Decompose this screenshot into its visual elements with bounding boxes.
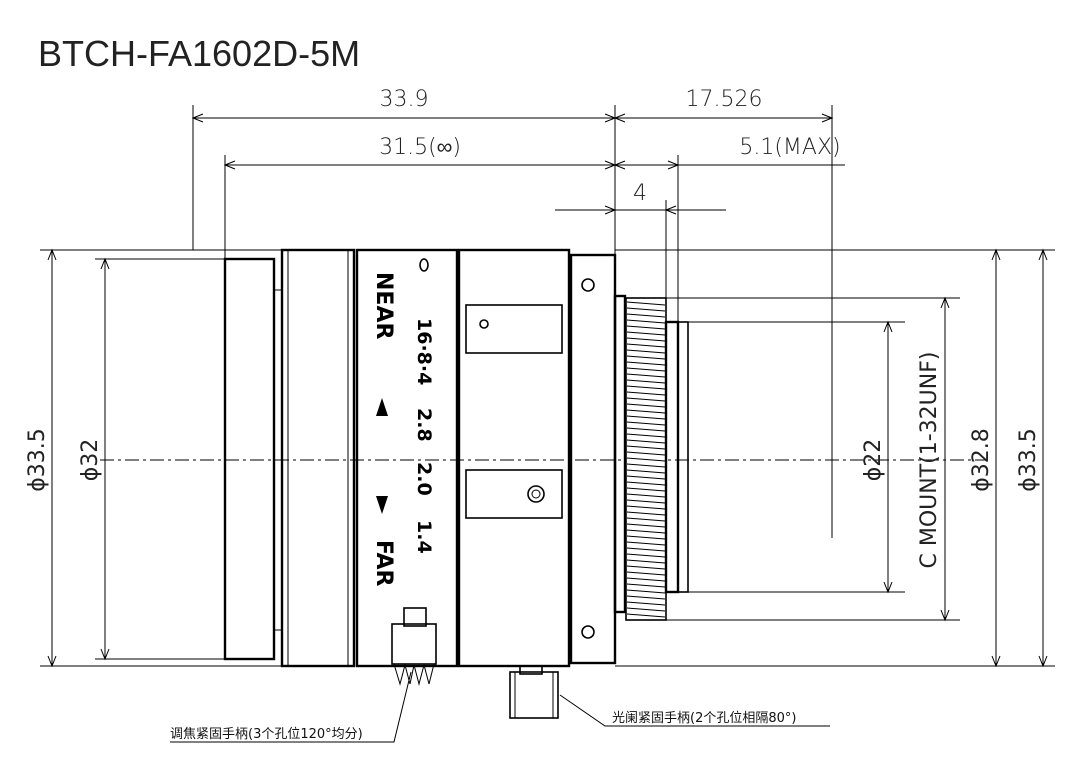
focus-lock-leader [170, 671, 412, 743]
dim-5-1-max: 5.1(MAX) [739, 135, 840, 160]
iris-lock-note: 光阑紧固手柄(2个孔位相隔80°) [612, 711, 796, 726]
dim-31-5: 31.5(∞) [379, 135, 461, 160]
scale-band [355, 248, 459, 668]
front-cap [223, 257, 276, 661]
aperture-top: 16·8·4 [413, 318, 435, 385]
rear-body [569, 253, 627, 665]
near-arrow-icon [376, 398, 388, 416]
dim-right-dia-33-5: ϕ33.5 [1016, 428, 1041, 492]
dim-33-9: 33.9 [380, 87, 429, 112]
focus-ring[interactable] [280, 248, 356, 668]
iris-lock-screw[interactable] [509, 665, 559, 719]
page-title: BTCH-FA1602D-5M [38, 33, 360, 74]
focus-lock-note: 调焦紧固手柄(3个孔位120°均分) [170, 727, 363, 742]
dim-4: 4 [633, 181, 647, 206]
dim-left-dia-33-5: ϕ33.5 [25, 428, 50, 492]
dim-dia-32-8: ϕ32.8 [969, 428, 994, 492]
dim-dia-22: ϕ22 [861, 439, 886, 482]
iris-lock-leader [559, 694, 830, 727]
aperture-1-4: 1.4 [413, 520, 435, 554]
focus-lock-screw[interactable] [391, 607, 437, 686]
iris-ring[interactable] [457, 248, 571, 668]
c-mount-thread [625, 297, 689, 621]
dim-left-dia-32: ϕ32 [78, 439, 103, 482]
dim-c-mount: C MOUNT(1-32UNF) [917, 352, 942, 569]
far-label: FAR [371, 540, 396, 587]
aperture-2-8: 2.8 [413, 408, 435, 442]
near-label: NEAR [371, 272, 396, 339]
aperture-2-0: 2.0 [413, 462, 435, 496]
far-arrow-icon [376, 496, 388, 514]
dim-17-526: 17.526 [686, 87, 763, 112]
